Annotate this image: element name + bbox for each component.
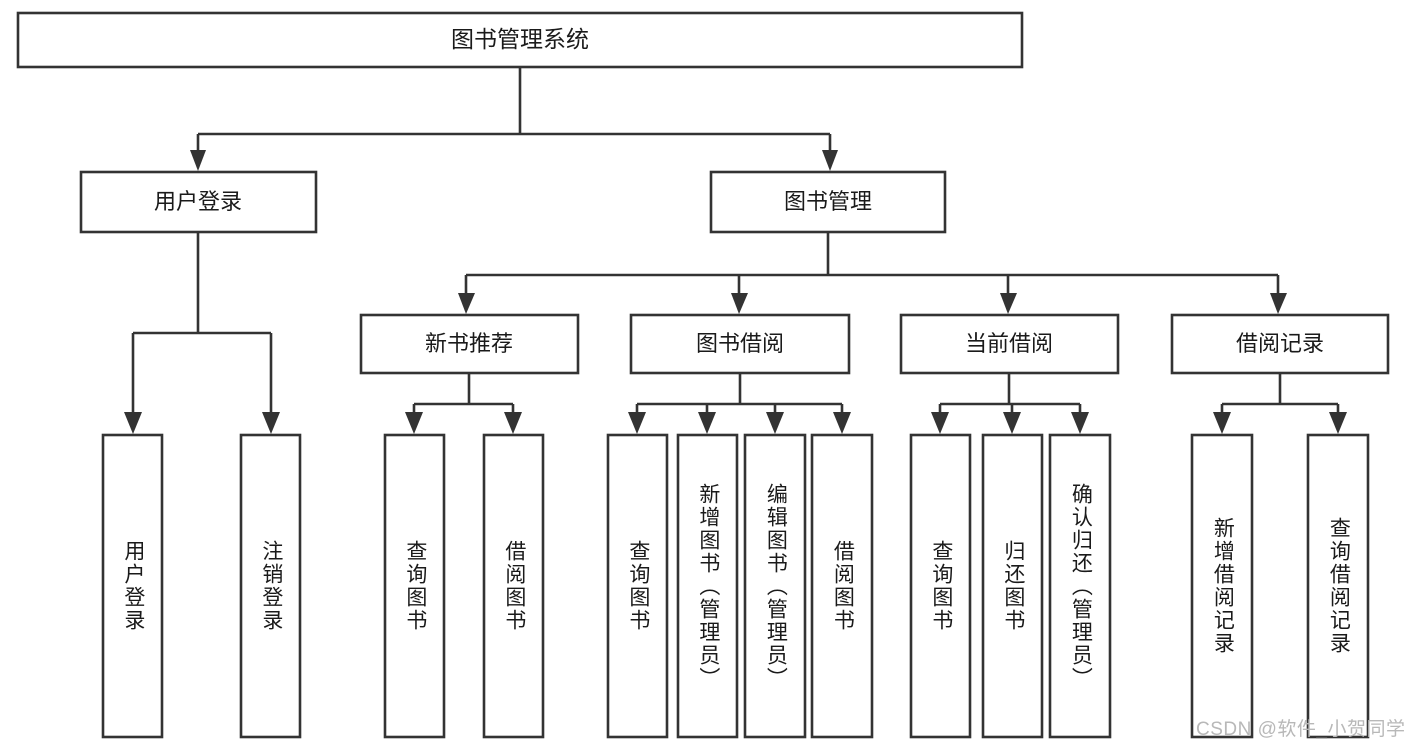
node-borrow-record-label: 借阅记录 bbox=[1236, 331, 1324, 356]
node-book-manage[interactable]: 图书管理 bbox=[709, 170, 947, 234]
leaf-borrow-book-bor-box[interactable] bbox=[810, 433, 874, 739]
arrow-to-leaf-return-book bbox=[1003, 412, 1021, 434]
node-new-book-recommend-box[interactable] bbox=[359, 313, 580, 375]
leaf-query-book-rec-box[interactable] bbox=[383, 433, 446, 739]
node-user-login-label: 用户登录 bbox=[154, 189, 242, 214]
node-book-manage-label: 图书管理 bbox=[784, 189, 872, 214]
leaf-query-record-box[interactable] bbox=[1306, 433, 1370, 739]
arrow-to-leaf-logout-login bbox=[262, 412, 280, 434]
node-new-book-recommend[interactable]: 新书推荐 bbox=[359, 313, 580, 375]
leaf-user-login-box[interactable] bbox=[101, 433, 164, 739]
leaf-confirm-return-box[interactable] bbox=[1048, 433, 1112, 739]
leaf-add-book-box[interactable] bbox=[676, 433, 739, 739]
csdn-watermark: CSDN @软件_小贺同学 bbox=[1196, 719, 1405, 740]
node-book-borrow-box[interactable] bbox=[629, 313, 851, 375]
arrow-to-book-borrow bbox=[731, 293, 748, 314]
arrow-to-leaf-query-record bbox=[1329, 412, 1347, 434]
node-root-label: 图书管理系统 bbox=[451, 26, 589, 52]
node-book-borrow-label: 图书借阅 bbox=[696, 331, 784, 356]
arrow-to-borrow-record bbox=[1270, 293, 1287, 314]
arrow-to-user-login bbox=[190, 150, 206, 171]
node-book-manage-box[interactable] bbox=[709, 170, 947, 234]
arrow-to-leaf-borrow-book-bor bbox=[833, 412, 851, 434]
node-current-borrow-box[interactable] bbox=[899, 313, 1120, 375]
arrow-to-book-manage bbox=[822, 150, 838, 171]
leaf-boxes-layer bbox=[101, 433, 1370, 739]
arrow-to-current-borrow bbox=[1000, 293, 1017, 314]
node-borrow-record-box[interactable] bbox=[1170, 313, 1390, 375]
leaf-add-record-box[interactable] bbox=[1190, 433, 1254, 739]
leaf-logout-login-box[interactable] bbox=[239, 433, 302, 739]
node-root-box[interactable] bbox=[16, 11, 1024, 69]
arrow-to-leaf-confirm-return bbox=[1071, 412, 1089, 434]
node-borrow-record[interactable]: 借阅记录 bbox=[1170, 313, 1390, 375]
leaf-borrow-book-rec-box[interactable] bbox=[482, 433, 545, 739]
leaf-edit-book-box[interactable] bbox=[743, 433, 807, 739]
leaf-query-book-cur-box[interactable] bbox=[909, 433, 972, 739]
node-user-login-box[interactable] bbox=[79, 170, 318, 234]
node-current-borrow-label: 当前借阅 bbox=[965, 331, 1053, 356]
node-new-book-recommend-label: 新书推荐 bbox=[425, 331, 513, 356]
node-user-login[interactable]: 用户登录 bbox=[79, 170, 318, 234]
nodes-layer: 图书管理系统 用户登录 图书管理 新书推荐 图书借阅 当前借阅 bbox=[16, 11, 1390, 375]
arrow-to-leaf-query-book-bor bbox=[628, 412, 646, 434]
arrow-to-leaf-edit-book bbox=[766, 412, 784, 434]
leaf-return-book-box[interactable] bbox=[981, 433, 1044, 739]
arrow-to-leaf-add-book bbox=[698, 412, 716, 434]
arrow-to-leaf-query-book-cur bbox=[931, 412, 949, 434]
arrow-to-leaf-add-record bbox=[1213, 412, 1231, 434]
node-current-borrow[interactable]: 当前借阅 bbox=[899, 313, 1120, 375]
arrow-to-leaf-query-book-rec bbox=[405, 412, 423, 434]
leaf-query-book-bor-box[interactable] bbox=[606, 433, 669, 739]
arrow-to-leaf-borrow-book-rec bbox=[504, 412, 522, 434]
node-root[interactable]: 图书管理系统 bbox=[16, 11, 1024, 69]
edges-layer bbox=[124, 67, 1347, 434]
arrow-to-new-book-rec bbox=[458, 293, 475, 314]
arrow-to-leaf-user-login bbox=[124, 412, 142, 434]
node-book-borrow[interactable]: 图书借阅 bbox=[629, 313, 851, 375]
